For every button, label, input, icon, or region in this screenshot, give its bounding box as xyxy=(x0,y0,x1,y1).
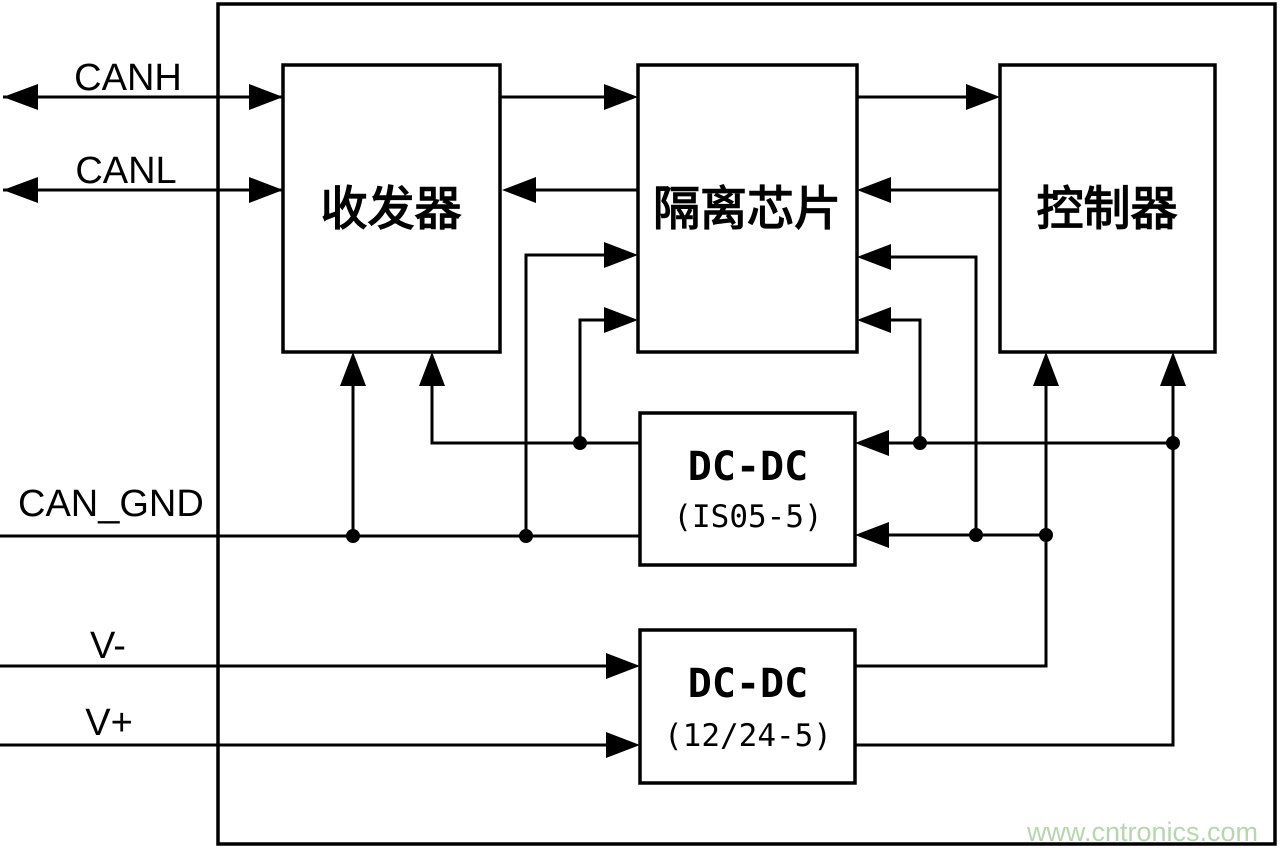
junction-dot xyxy=(969,528,983,542)
transceiver-bottom-5v-arrowhead xyxy=(419,352,445,386)
site-watermark: www.cntronics.com xyxy=(1026,817,1258,847)
v-plus-label: V+ xyxy=(85,702,133,744)
iso5v-to-isolation-wire xyxy=(578,318,634,443)
junction-dot xyxy=(573,436,587,450)
dcdc-isolated-box xyxy=(638,411,857,567)
canh-left-arrowhead xyxy=(3,84,38,110)
canh-label: CANH xyxy=(74,57,182,99)
v-minus-arrowhead xyxy=(606,653,640,679)
dcdc-power-box xyxy=(638,628,857,785)
isolation-right-gnd-arrowhead xyxy=(857,244,891,270)
dcdc-isolated-part-number: (IS05-5) xyxy=(673,499,822,535)
can-gnd-label: CAN_GND xyxy=(18,483,204,525)
junction-dot xyxy=(519,529,533,543)
dcdc-isolated-in2-arrowhead xyxy=(855,522,889,548)
dcdc-isolated-title: DC-DC xyxy=(688,444,808,490)
junction-dots xyxy=(346,436,1180,543)
dcdc-power-part-number: (12/24-5) xyxy=(664,718,832,754)
iso5v-to-transceiver-wire xyxy=(430,356,640,445)
dcdc-power-out2-wire xyxy=(855,356,1175,747)
5v-to-isolation-right-wire xyxy=(861,318,922,443)
arrowheads xyxy=(3,84,1186,758)
controller-box xyxy=(998,63,1217,354)
blocks xyxy=(281,63,1217,785)
into-controller-arrowhead xyxy=(966,84,1000,110)
junction-dot xyxy=(1039,528,1053,542)
canl-label: CANL xyxy=(75,150,176,192)
gnd-to-isolation-right-wire xyxy=(861,255,978,535)
isolation-left-5v-arrowhead xyxy=(604,307,638,333)
transceiver-label: 收发器 xyxy=(321,182,463,235)
v-minus-label: V- xyxy=(90,625,126,667)
v-plus-arrowhead xyxy=(606,732,640,758)
dcdc-power-title: DC-DC xyxy=(688,661,808,707)
controller-bottom-right-arrowhead xyxy=(1160,352,1186,386)
transceiver-bottom-gnd-arrowhead xyxy=(340,352,366,386)
wires xyxy=(0,95,1175,747)
isolation-right-5v-arrowhead xyxy=(857,307,891,333)
canl-right-arrowhead xyxy=(249,177,283,203)
isolation-chip-box xyxy=(636,63,859,354)
isolation-left-gnd-arrowhead xyxy=(604,242,638,268)
into-isolation-top-arrowhead xyxy=(604,84,638,110)
transceiver-box xyxy=(281,63,502,354)
isolation-chip-label: 隔离芯片 xyxy=(653,182,841,235)
canh-right-arrowhead xyxy=(249,84,283,110)
into-isolation-right-arrowhead xyxy=(857,177,891,203)
system-boundary-box xyxy=(216,2,1277,846)
junction-dot xyxy=(913,436,927,450)
controller-label: 控制器 xyxy=(1037,182,1179,235)
junction-dot xyxy=(1166,436,1180,450)
dcdc-power-out1-wire xyxy=(855,356,1048,668)
junction-dot xyxy=(346,529,360,543)
into-transceiver-arrowhead xyxy=(502,177,536,203)
controller-bottom-left-arrowhead xyxy=(1033,352,1059,386)
dcdc-isolated-in1-arrowhead xyxy=(855,430,889,456)
canl-left-arrowhead xyxy=(3,177,38,203)
